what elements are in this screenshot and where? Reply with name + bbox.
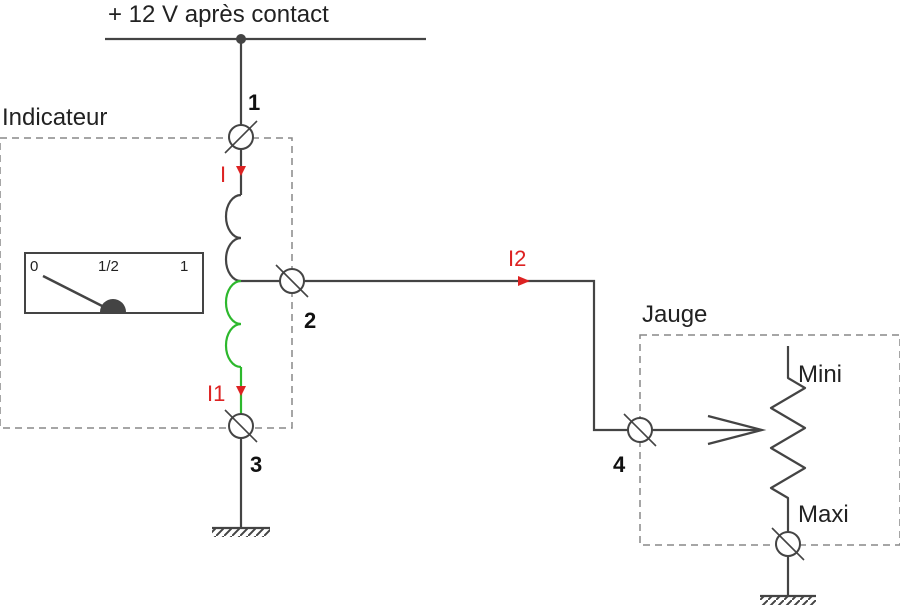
- terminal-3: [224, 409, 258, 443]
- meter-needle: [42, 274, 113, 313]
- terminal-2-label: 2: [304, 308, 316, 333]
- gauge-mini-label: Mini: [798, 361, 842, 388]
- coil-lower: [224, 279, 242, 369]
- scale-label-1: 1: [180, 258, 188, 275]
- current-label-i: I: [220, 162, 226, 187]
- current-arrow-i: [236, 166, 246, 176]
- current-arrow-i1: [236, 386, 246, 396]
- meter-pivot: [100, 299, 126, 312]
- wiper-arrowhead: [707, 414, 767, 446]
- terminal-1: [224, 120, 258, 154]
- current-label-i2: I2: [508, 246, 526, 271]
- current-label-i1: I1: [207, 381, 225, 406]
- terminal-1-label: 1: [248, 90, 260, 115]
- gauge-box: [639, 334, 900, 546]
- terminal-3-label: 3: [250, 452, 262, 477]
- terminal-4-label: 4: [613, 452, 626, 477]
- coil-upper: [224, 193, 242, 283]
- ground-symbol: [760, 594, 816, 605]
- scale-label-half: 1/2: [98, 258, 119, 275]
- current-arrow-i2: [518, 276, 530, 286]
- supply-label: + 12 V après contact: [108, 1, 329, 28]
- indicator-title: Indicateur: [2, 104, 107, 131]
- variable-resistor: [769, 346, 807, 532]
- gauge-maxi-label: Maxi: [798, 501, 849, 528]
- ground-symbol: [212, 526, 270, 537]
- terminal-2: [275, 264, 309, 298]
- gauge-ground-terminal: [771, 527, 805, 561]
- terminal-4: [623, 413, 657, 447]
- gauge-title: Jauge: [642, 301, 707, 328]
- fuel-meter-dial: 0 1/2 1: [24, 252, 204, 314]
- scale-label-0: 0: [30, 258, 38, 275]
- wire: [304, 279, 628, 432]
